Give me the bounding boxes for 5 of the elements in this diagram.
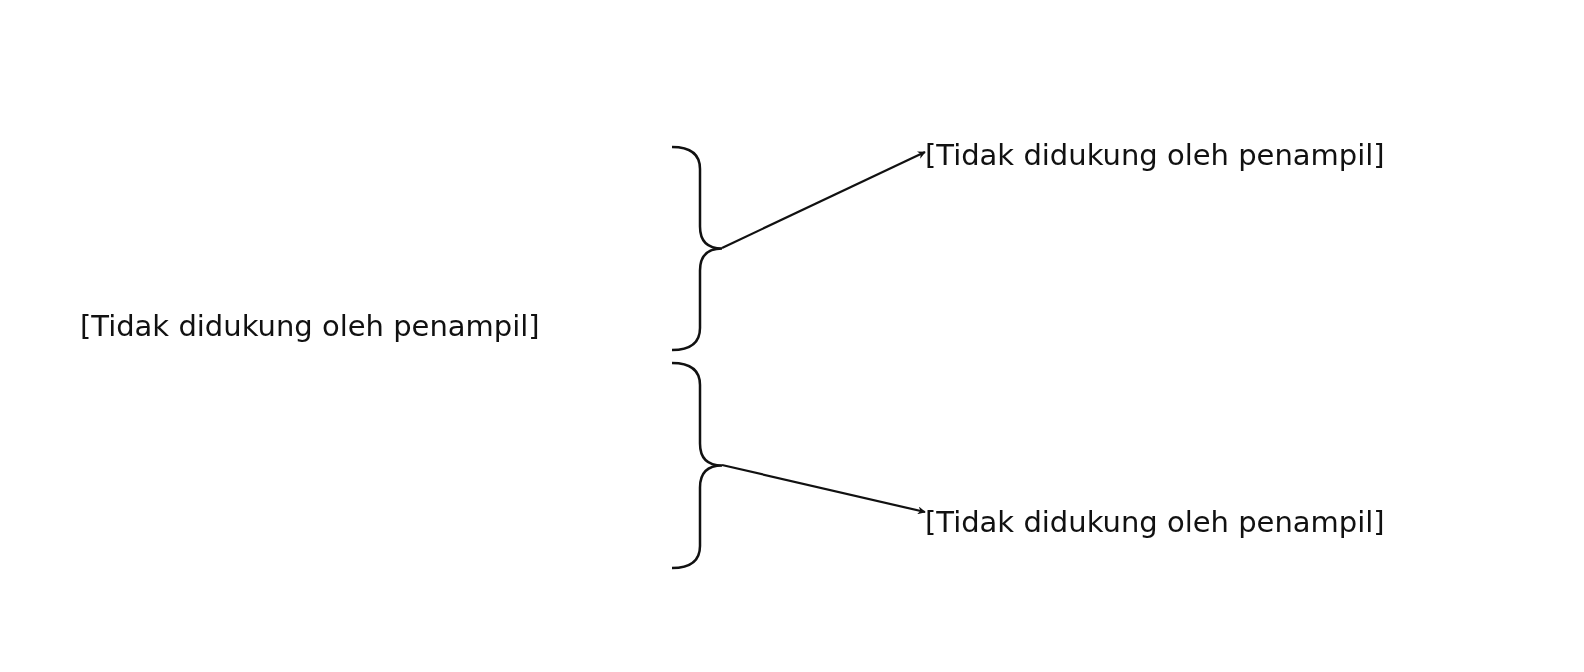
arrow [721,463,926,515]
text-label: [Tidak didukung oleh penampil] [925,135,1385,175]
text-label: [Tidak didukung oleh penampil] [80,306,540,346]
arrow [721,151,926,249]
text-label: [Tidak didukung oleh penampil] [925,502,1385,542]
